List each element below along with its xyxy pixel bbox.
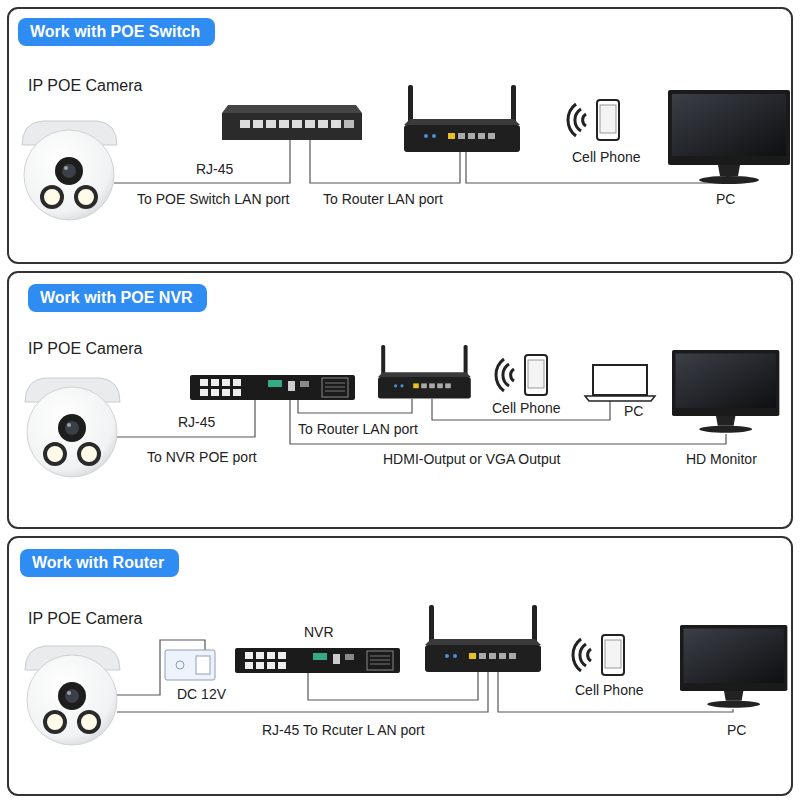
device-label: RJ-45 <box>178 414 215 430</box>
device-label: Cell Phone <box>492 400 561 416</box>
device-label: RJ-45 <box>196 161 233 177</box>
nvr <box>190 375 355 400</box>
tab-title: Work with Router <box>32 554 164 571</box>
cable <box>432 399 610 420</box>
device-label: PC <box>727 722 746 738</box>
device-label: NVR <box>304 624 334 640</box>
router <box>404 85 520 152</box>
panel <box>8 272 792 528</box>
router <box>378 345 471 399</box>
device-label: IP POE Camera <box>28 78 142 94</box>
adapter-plug <box>196 656 210 674</box>
power-adapter <box>165 650 215 680</box>
cell-phone <box>496 355 547 395</box>
poe-switch <box>222 105 362 140</box>
cable <box>117 400 255 437</box>
section-tab: Work with Router <box>20 549 179 577</box>
device-label: PC <box>624 403 643 419</box>
hd-monitor <box>672 350 779 433</box>
device-label: Cell Phone <box>572 149 641 165</box>
device-label: To POE Switch LAN port <box>137 191 290 207</box>
cable <box>114 140 290 183</box>
device-label: Cell Phone <box>575 682 644 698</box>
tab-title: Work with POE NVR <box>40 289 193 306</box>
cell-phone <box>568 100 619 140</box>
dome-camera <box>22 121 117 220</box>
dome-camera <box>25 378 120 477</box>
device-label: To Router LAN port <box>298 421 418 437</box>
device-label: DC 12V <box>177 686 226 702</box>
panel <box>8 537 792 795</box>
router <box>425 605 541 672</box>
wires <box>114 140 733 712</box>
nvr <box>235 648 400 673</box>
adapter-icon <box>176 661 184 669</box>
tab-title: Work with POE Switch <box>30 23 200 40</box>
cable <box>308 672 478 700</box>
pc-monitor <box>680 625 787 708</box>
cable <box>298 399 412 413</box>
device-label: To Router LAN port <box>323 191 443 207</box>
section-tab: Work with POE Switch <box>18 18 215 46</box>
section-tab: Work with POE NVR <box>28 284 207 312</box>
device-label: PC <box>716 191 735 207</box>
device-label: RJ-45 To Rcuter L AN port <box>262 722 425 738</box>
device-label: IP POE Camera <box>28 611 142 627</box>
cable <box>290 400 726 444</box>
device-label: HDMI-Output or VGA Output <box>383 451 560 467</box>
device-label: IP POE Camera <box>28 341 142 357</box>
pc-monitor <box>668 90 790 184</box>
device-label: To NVR POE port <box>147 449 257 465</box>
dome-camera <box>25 646 120 745</box>
cell-phone <box>573 635 624 675</box>
device-label: HD Monitor <box>686 451 757 467</box>
panel <box>8 8 792 263</box>
laptop <box>585 365 655 401</box>
